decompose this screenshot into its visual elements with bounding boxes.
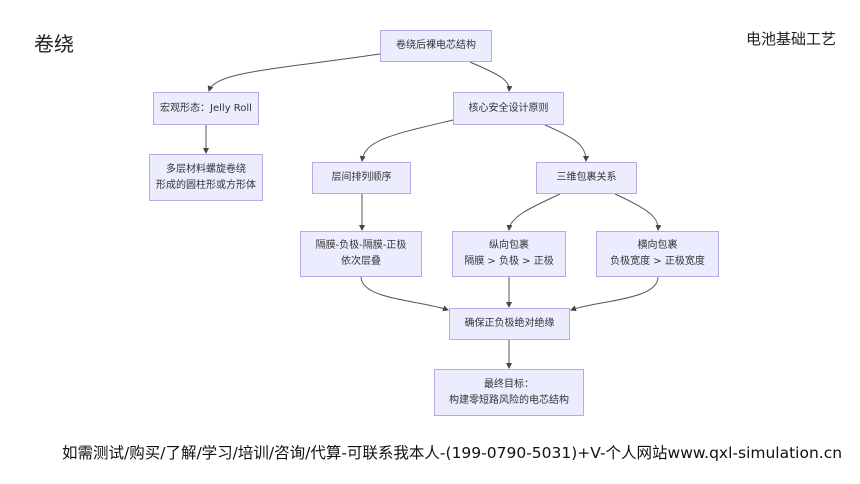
node-core: 核心安全设计原则 [453,92,564,125]
node-text: 形成的圆柱形或方形体 [156,179,256,191]
node-text: 最终目标： [484,378,534,390]
node-text: 确保正负极绝对绝缘 [464,318,555,329]
edge-3d-cross [614,193,662,231]
node-text: 依次层叠 [341,256,381,267]
edge-root-core [469,61,513,92]
node-transverse: 横向包裹负极宽度 > 正极宽度 [596,231,719,277]
contact-footer: 如需测试/购买/了解/学习/培训/咨询/代算-可联系我本人-(199-0790-… [62,444,843,462]
node-longitudinal: 纵向包裹隔膜 > 负极 > 正极 [452,231,566,277]
node-text: 核心安全设计原则 [468,102,549,114]
node-text: 卷绕后裸电芯结构 [396,40,476,51]
node-text: 负极宽度 > 正极宽度 [610,256,705,267]
node-text: 横向包裹 [637,240,678,251]
node-macro: 宏观形态：Jelly Roll [153,92,259,125]
edge-root-macro [207,53,381,92]
node-wrap3d: 三维包裹关系 [536,162,637,194]
edge-cross-insul [570,276,659,312]
node-layer-order: 层间排列顺序 [312,162,411,194]
node-text: 宏观形态：Jelly Roll [160,102,252,114]
node-macro-detail: 多层材料螺旋卷绕形成的圆柱形或方形体 [149,154,263,201]
page-title: 卷绕 [34,32,74,56]
node-root: 卷绕后裸电芯结构 [380,30,492,62]
node-text: 纵向包裹 [489,240,529,251]
node-text: 构建零短路风险的电芯结构 [449,394,569,406]
edge-3d-long [506,193,561,231]
edge-stack-insul [360,276,449,312]
node-stack: 隔膜-负极-隔膜-正极依次层叠 [300,231,422,277]
category-label: 电池基础工艺 [745,30,836,48]
node-goal: 最终目标： 构建零短路风险的电芯结构 [434,369,584,416]
node-text: 多层材料螺旋卷绕 [166,163,246,175]
edge-core-layer [359,119,454,162]
node-text: 三维包裹关系 [556,172,617,183]
edge-core-3d [544,124,589,162]
node-text: 隔膜-负极-隔膜-正极 [315,240,407,251]
node-text: 层间排列顺序 [331,172,392,183]
node-insulation: 确保正负极绝对绝缘 [449,308,570,340]
node-text: 隔膜 > 负极 > 正极 [464,256,554,267]
